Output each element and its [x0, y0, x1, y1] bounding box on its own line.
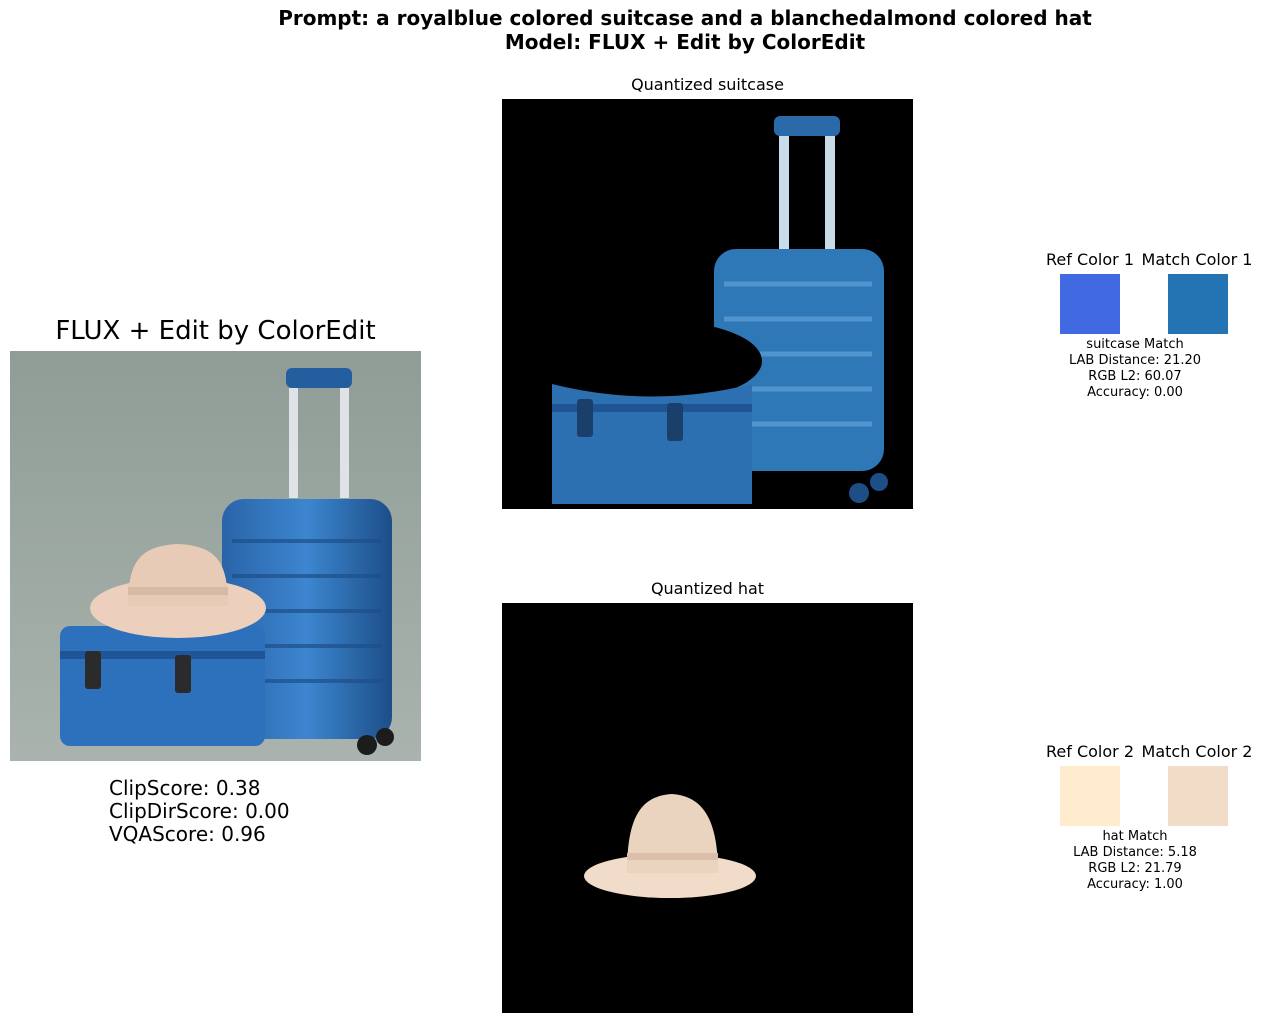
quantized-suitcase-image [502, 99, 913, 509]
figure-title: Prompt: a royalblue colored suitcase and… [0, 6, 1265, 54]
match-color-1-label: Match Color 1 [1141, 250, 1253, 269]
match-color-2-swatch [1168, 766, 1228, 826]
hat-metrics: hat Match LAB Distance: 5.18 RGB L2: 21.… [1035, 829, 1235, 893]
ref-color-2-swatch [1060, 766, 1120, 826]
suitcase-accuracy: Accuracy: 0.00 [1087, 385, 1183, 400]
score-list: ClipScore: 0.38 ClipDirScore: 0.00 VQASc… [109, 777, 290, 846]
suitcase-metrics: suitcase Match LAB Distance: 21.20 RGB L… [1035, 337, 1235, 401]
vqa-score: VQAScore: 0.96 [109, 822, 266, 846]
ref-color-1-label: Ref Color 1 [1046, 250, 1134, 269]
quantized-suitcase-title: Quantized suitcase [631, 75, 784, 94]
generated-image [10, 351, 421, 761]
prompt-line: Prompt: a royalblue colored suitcase and… [278, 6, 1092, 30]
ref-color-2-label: Ref Color 2 [1046, 742, 1134, 761]
quantized-hat-title: Quantized hat [650, 579, 765, 598]
clip-score: ClipScore: 0.38 [109, 776, 261, 800]
hat-match-heading: hat Match [1102, 829, 1168, 844]
hat-lab-distance: LAB Distance: 5.18 [1073, 845, 1197, 860]
quantized-hat-image [502, 603, 913, 1013]
ref-color-1-swatch [1060, 274, 1120, 334]
model-line: Model: FLUX + Edit by ColorEdit [504, 30, 866, 54]
clip-dir-score: ClipDirScore: 0.00 [109, 799, 290, 823]
hat-accuracy: Accuracy: 1.00 [1087, 877, 1183, 892]
suitcase-match-heading: suitcase Match [1086, 337, 1184, 352]
hat-rgb-l2: RGB L2: 21.79 [1088, 861, 1182, 876]
match-color-1-swatch [1168, 274, 1228, 334]
match-color-2-label: Match Color 2 [1141, 742, 1253, 761]
suitcase-rgb-l2: RGB L2: 60.07 [1088, 369, 1182, 384]
main-panel-title: FLUX + Edit by ColorEdit [55, 316, 376, 346]
suitcase-lab-distance: LAB Distance: 21.20 [1068, 353, 1202, 368]
